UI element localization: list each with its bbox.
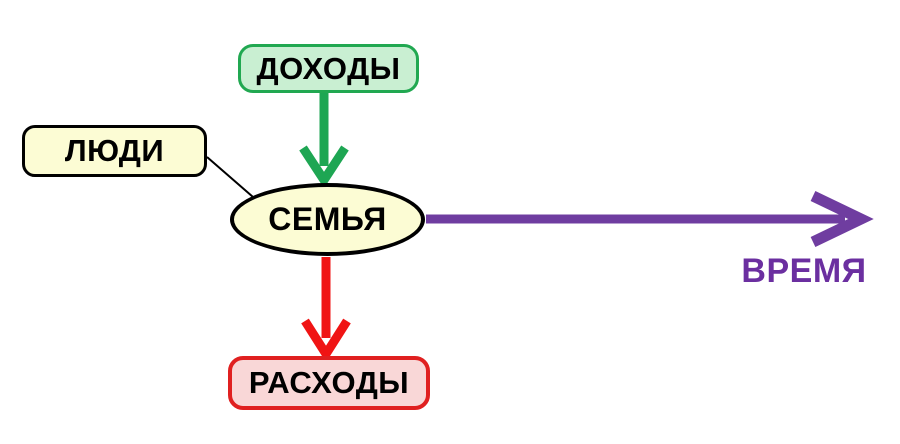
node-expenses: РАСХОДЫ xyxy=(228,356,430,410)
arrow-income-to-family-head xyxy=(299,145,349,189)
arrow-family-to-expenses-head xyxy=(301,318,351,363)
node-family: СЕМЬЯ xyxy=(230,183,425,256)
node-expenses-label: РАСХОДЫ xyxy=(248,365,410,400)
node-people-label: ЛЮДИ xyxy=(64,133,165,168)
timeline-label: ВРЕМЯ xyxy=(741,252,867,290)
node-people: ЛЮДИ xyxy=(22,125,207,177)
connector-people-family-line xyxy=(206,156,254,198)
node-incomes: ДОХОДЫ xyxy=(238,44,419,93)
arrow-income-to-family xyxy=(299,92,349,189)
node-family-label: СЕМЬЯ xyxy=(268,201,387,237)
arrow-family-to-expenses xyxy=(301,257,351,363)
node-incomes-label: ДОХОДЫ xyxy=(256,50,401,86)
timeline-arrow xyxy=(426,191,874,247)
timeline-arrow-head xyxy=(810,191,874,247)
